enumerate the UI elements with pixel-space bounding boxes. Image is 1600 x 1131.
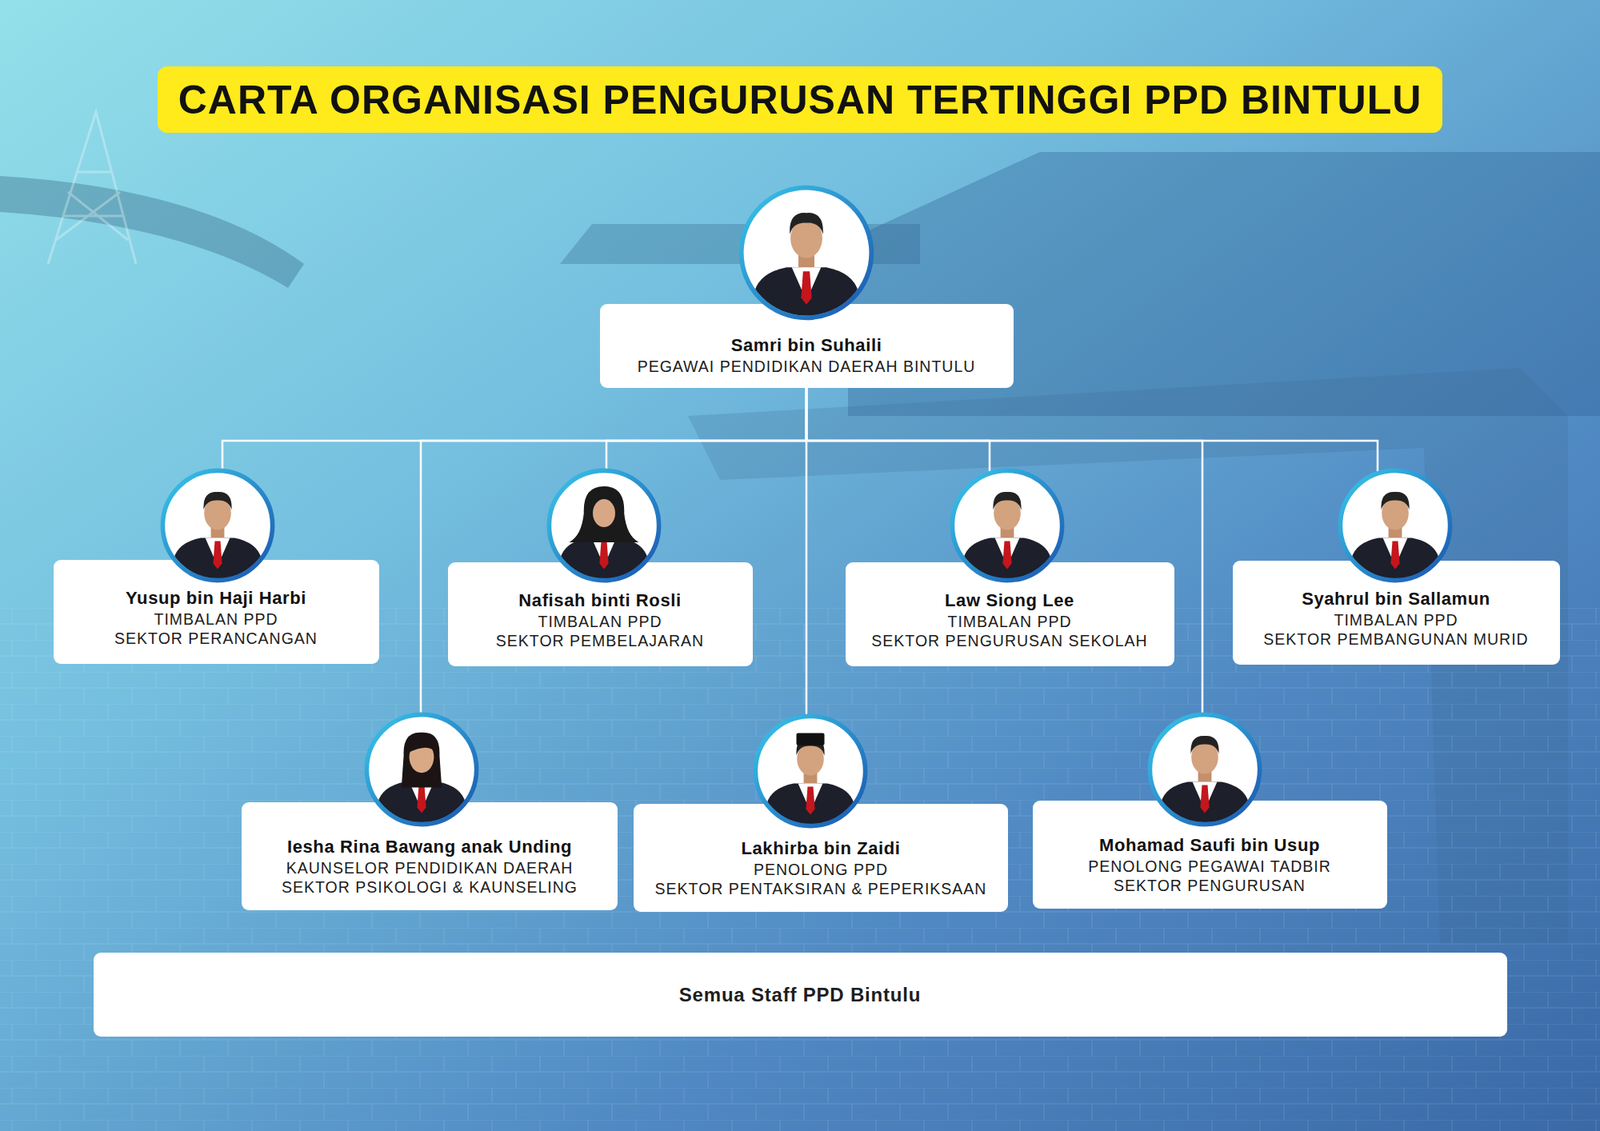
head-figure — [789, 212, 824, 259]
portrait-figure — [558, 486, 651, 582]
connector-line — [805, 388, 808, 804]
connector-line — [222, 388, 807, 560]
suit-figure — [1159, 770, 1252, 826]
person-name: Lakhirba bin Zaidi — [740, 837, 900, 860]
portrait-photo — [740, 186, 873, 320]
portrait-ring — [162, 470, 272, 580]
portrait-photo — [1148, 713, 1261, 826]
title-banner: CARTA ORGANISASI PENGURUSAN TERTINGGI PP… — [157, 66, 1444, 133]
portrait-ground — [365, 713, 478, 826]
position-title: KAUNSELOR PENDIDIKAN DAERAH — [286, 858, 574, 878]
position-title: TIMBALAN PPD — [537, 612, 662, 632]
head-figure — [1190, 736, 1219, 775]
position-title: TIMBALAN PPD — [947, 612, 1072, 632]
connector-line — [420, 388, 807, 803]
position-title: TIMBALAN PPD — [153, 609, 278, 629]
person-name: Yusup bin Haji Harbi — [125, 587, 307, 610]
person-box: Lakhirba bin ZaidiPENOLONG PPDSEKTOR PEN… — [633, 804, 1008, 912]
portrait-photo — [754, 715, 867, 828]
roof-shape — [0, 176, 304, 288]
portrait-ring — [755, 716, 865, 826]
position-title: SEKTOR PERANCANGAN — [114, 628, 318, 648]
title-text: CARTA ORGANISASI PENGURUSAN TERTINGGI PP… — [178, 80, 1423, 120]
portrait-ring — [548, 470, 659, 580]
position-title: SEKTOR PENGURUSAN — [1113, 876, 1306, 896]
position-title: TIMBALAN PPD — [1333, 610, 1458, 630]
portrait-figure — [172, 492, 264, 582]
portrait-figure — [1349, 492, 1442, 582]
paving-pattern — [0, 608, 1600, 1131]
head-figure — [992, 492, 1021, 531]
person-box: Law Siong LeeTIMBALAN PPDSEKTOR PENGURUS… — [845, 562, 1175, 667]
portrait-ground — [754, 715, 867, 828]
suit-figure — [172, 526, 264, 582]
portrait-ground — [161, 469, 274, 582]
position-title: SEKTOR PEMBANGUNAN MURID — [1263, 629, 1528, 649]
position-title: SEKTOR PSIKOLOGI & KAUNSELING — [281, 877, 578, 897]
portrait-photo — [1339, 469, 1452, 582]
suit-figure — [752, 254, 861, 320]
portrait-ground — [1148, 713, 1261, 826]
person-name: Law Siong Lee — [944, 589, 1075, 612]
person-name: Nafisah binti Rosli — [518, 589, 681, 612]
portrait-ring — [952, 470, 1062, 580]
head-figure — [796, 737, 824, 776]
head-figure — [569, 486, 640, 543]
portrait-photo — [548, 469, 660, 582]
portrait-ring — [366, 714, 476, 824]
portrait-ground — [1339, 469, 1452, 582]
connector-line — [806, 388, 990, 563]
connector-line — [606, 388, 807, 563]
portrait-ring — [1149, 714, 1260, 824]
person-name: Iesha Rina Bawang anak Unding — [287, 836, 572, 859]
portrait-ground — [951, 469, 1064, 582]
person-box: Syahrul bin SallamunTIMBALAN PPDSEKTOR P… — [1232, 560, 1560, 665]
person-box: Iesha Rina Bawang anak UndingKAUNSELOR P… — [241, 802, 618, 911]
portrait-ground — [548, 469, 660, 582]
position-title: PEGAWAI PENDIDIKAN DAERAH BINTULU — [637, 356, 976, 376]
portrait-figure — [961, 492, 1054, 582]
head-figure — [401, 732, 442, 788]
staff-band: Semua Staff PPD Bintulu — [93, 952, 1508, 1037]
person-name: Samri bin Suhaili — [731, 334, 883, 357]
position-title: SEKTOR PENTAKSIRAN & PEPERIKSAAN — [655, 879, 988, 899]
portrait-figure — [376, 732, 468, 826]
connector-line — [806, 388, 1378, 561]
person-name: Mohamad Saufi bin Usup — [1099, 834, 1320, 857]
connector-line — [806, 388, 1203, 801]
person-box: Mohamad Saufi bin UsupPENOLONG PEGAWAI T… — [1032, 800, 1388, 909]
suit-figure — [376, 770, 468, 826]
tower-lattice — [48, 112, 136, 264]
position-title: SEKTOR PEMBELAJARAN — [496, 631, 704, 651]
position-title: PENOLONG PPD — [753, 860, 888, 880]
portrait-photo — [161, 469, 274, 582]
suit-figure — [558, 526, 651, 582]
position-title: PENOLONG PEGAWAI TADBIR — [1088, 856, 1332, 876]
person-box: Samri bin SuhailiPEGAWAI PENDIDIKAN DAER… — [600, 304, 1014, 388]
portrait-photo — [951, 469, 1064, 582]
position-title: SEKTOR PENGURUSAN SEKOLAH — [871, 631, 1148, 651]
portrait-figure — [764, 732, 857, 828]
suit-figure — [1349, 526, 1442, 582]
suit-figure — [764, 772, 857, 828]
person-box: Yusup bin Haji HarbiTIMBALAN PPDSEKTOR P… — [53, 560, 380, 664]
portrait-figure — [1159, 736, 1252, 826]
person-box: Nafisah binti RosliTIMBALAN PPDSEKTOR PE… — [448, 562, 753, 667]
songkok-hat — [796, 732, 825, 745]
portrait-photo — [365, 713, 478, 826]
staff-label: Semua Staff PPD Bintulu — [679, 983, 921, 1008]
portrait-ground — [740, 186, 873, 320]
head-figure — [1380, 492, 1409, 531]
portrait-ring — [1340, 470, 1450, 580]
suit-figure — [961, 526, 1054, 582]
portrait-ring — [741, 188, 872, 319]
head-figure — [203, 492, 232, 531]
person-name: Syahrul bin Sallamun — [1301, 588, 1491, 611]
portrait-figure — [752, 212, 861, 320]
